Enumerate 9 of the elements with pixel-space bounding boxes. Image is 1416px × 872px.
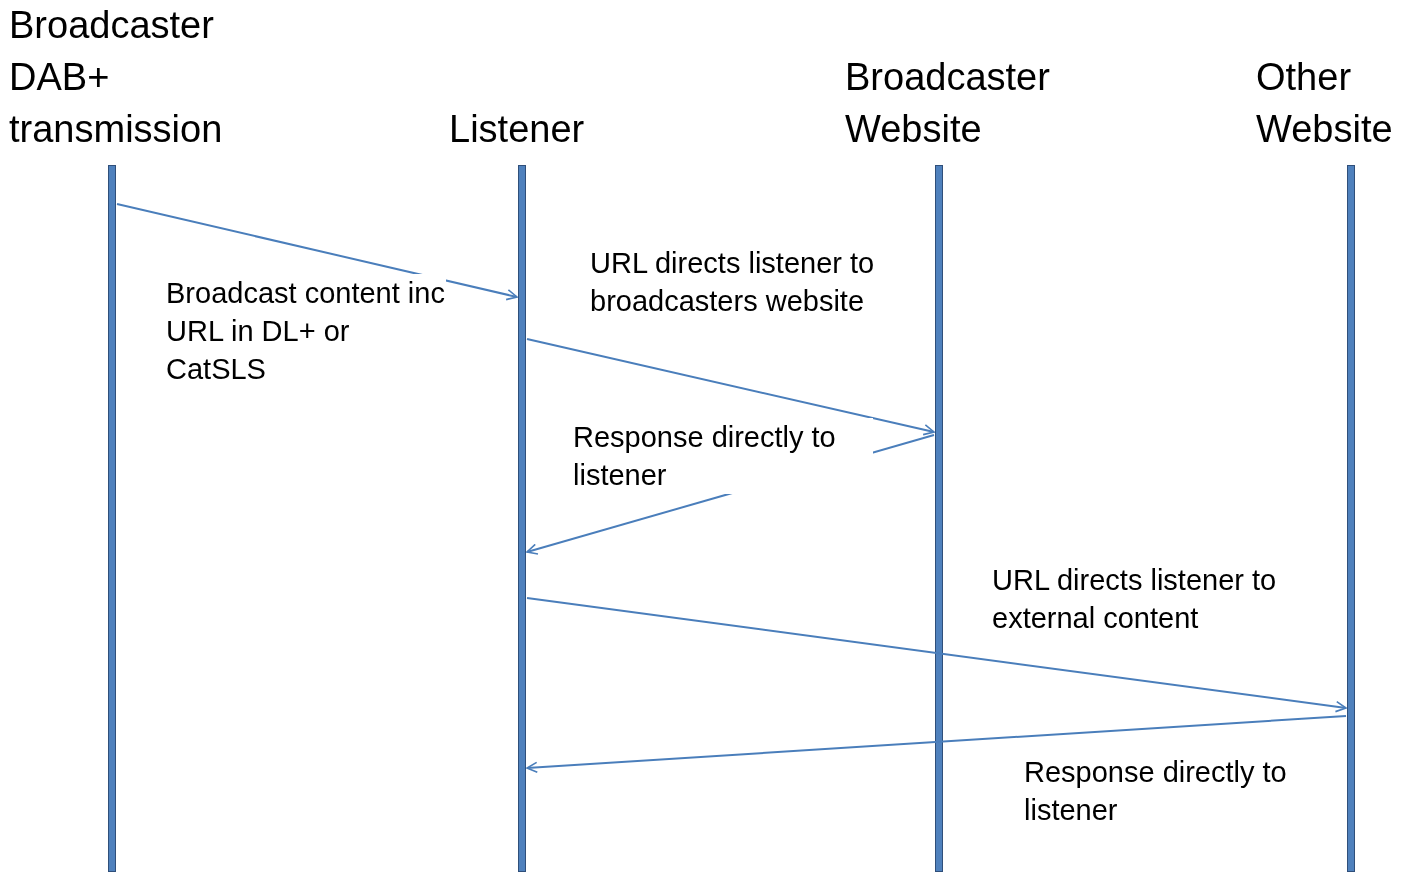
arrow bbox=[116, 203, 518, 301]
lifeline-heading: Other Website bbox=[1256, 55, 1394, 152]
lifeline-heading: Listener bbox=[449, 107, 586, 152]
lifeline-heading: Broadcaster Website bbox=[845, 55, 1051, 152]
arrow bbox=[526, 597, 1347, 713]
lifeline-heading: Broadcaster DAB+ transmission bbox=[9, 3, 224, 152]
arrow bbox=[526, 715, 1347, 774]
arrow bbox=[526, 338, 935, 436]
edge-label: Response directly to listener bbox=[573, 418, 873, 494]
